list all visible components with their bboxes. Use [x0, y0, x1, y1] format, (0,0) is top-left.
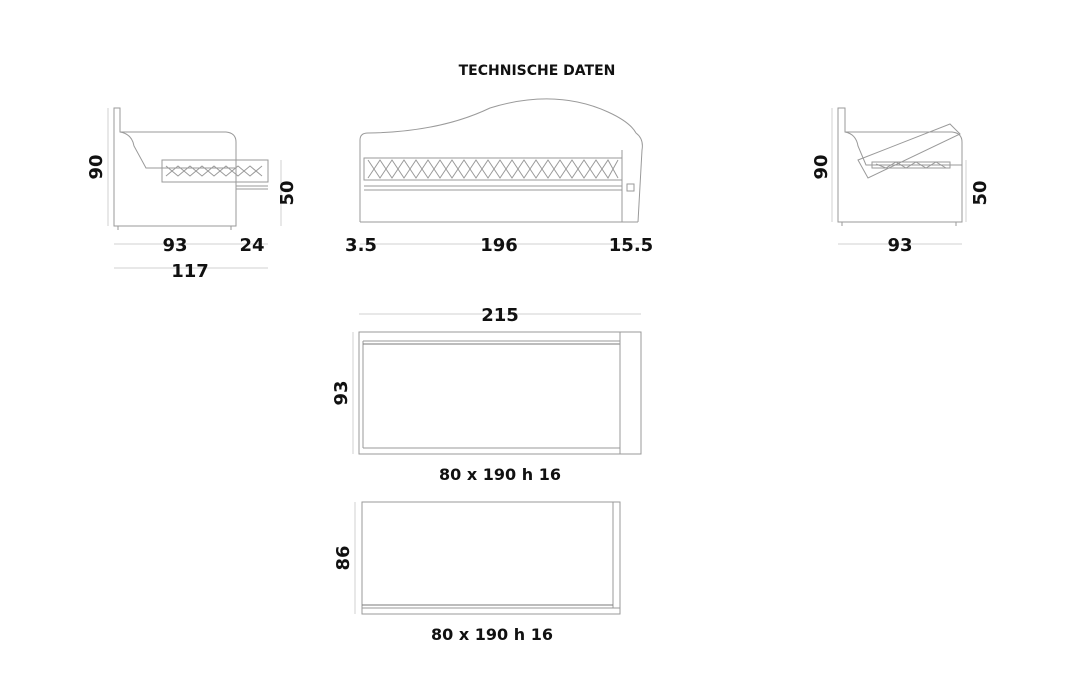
- side-right-height-label: 90: [811, 154, 832, 179]
- side-right-depth-label: 93: [887, 235, 912, 256]
- plan-bottom-mattress-label: 80 x 190 h 16: [431, 625, 553, 644]
- side-view-right-dimension-lines: [831, 108, 967, 245]
- side-right-seat-height-label: 50: [970, 180, 991, 205]
- side-left-extension-label: 24: [239, 235, 264, 256]
- plan-bottom-outline: [361, 501, 621, 615]
- front-left-label: 3.5: [345, 235, 377, 256]
- side-view-left: 90 50 93 24 117: [86, 107, 298, 282]
- side-left-height-label: 90: [86, 154, 107, 179]
- plan-bottom-depth-label: 86: [333, 545, 354, 570]
- front-view-outline: [359, 98, 643, 223]
- plan-view-top: 215 93 80 x 190 h 16: [331, 305, 642, 484]
- side-view-left-dimension-lines: [107, 108, 282, 269]
- plan-top-outline: [358, 331, 642, 455]
- side-view-right: 90 50 93: [811, 107, 991, 256]
- plan-top-mattress-label: 80 x 190 h 16: [439, 465, 561, 484]
- side-view-right-outline: [837, 107, 963, 226]
- front-right-label: 15.5: [609, 235, 653, 256]
- drawing-title: TECHNISCHE DATEN: [459, 63, 616, 79]
- front-view: 3.5 196 15.5: [345, 98, 653, 256]
- front-middle-label: 196: [480, 235, 518, 256]
- plan-view-bottom: 86 80 x 190 h 16: [333, 501, 621, 644]
- side-view-left-outline: [113, 107, 269, 230]
- side-left-seat-height-label: 50: [277, 180, 298, 205]
- plan-top-depth-label: 93: [331, 380, 352, 405]
- side-left-depth-label: 93: [162, 235, 187, 256]
- plan-top-dimension-lines: [352, 313, 641, 454]
- plan-top-width-label: 215: [481, 305, 519, 326]
- side-left-total-label: 117: [171, 261, 209, 282]
